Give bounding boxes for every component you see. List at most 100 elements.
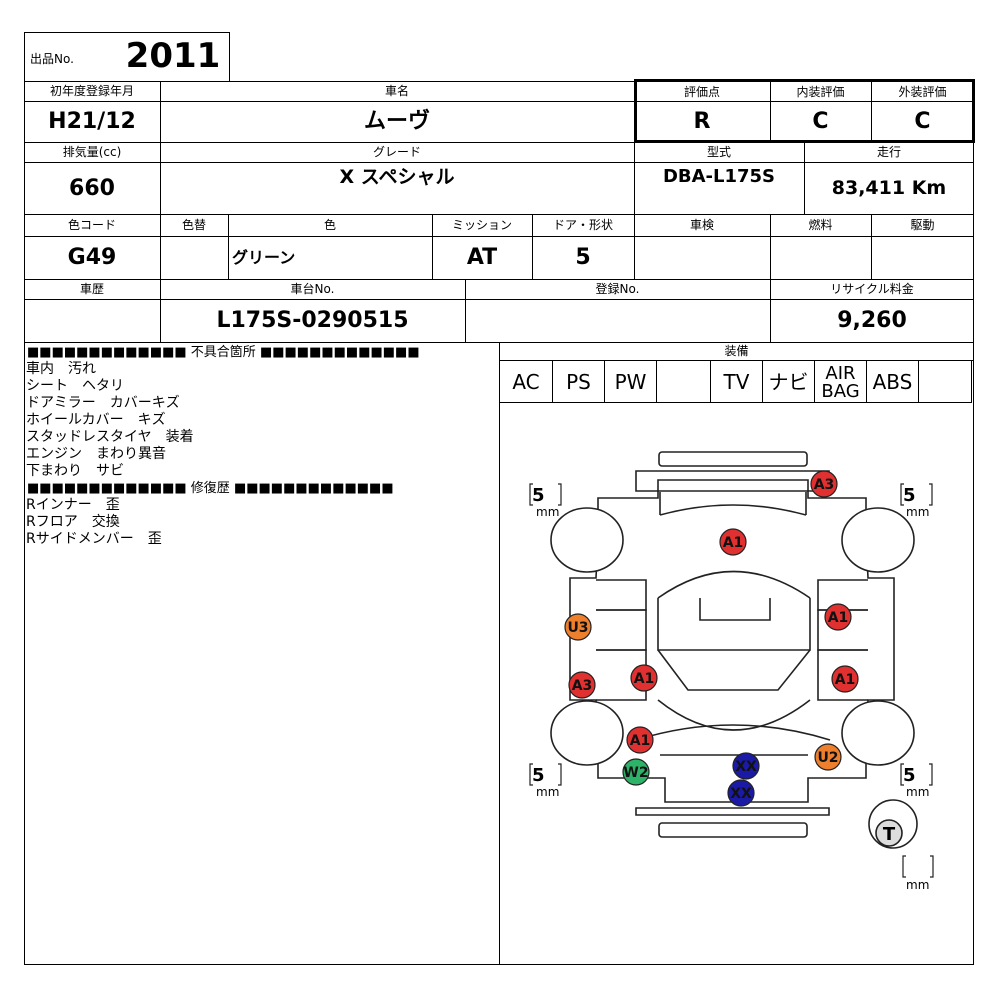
header-mission: ミッション <box>451 218 512 232</box>
model-code-value: DBA-L175S <box>662 166 776 187</box>
header-color-change: 色替 <box>181 218 206 232</box>
header-recycle-fee: リサイクル料金 <box>830 282 914 296</box>
damage-marker-a1-left-quarter: A1 <box>626 726 654 754</box>
tread-rear-right: 5 <box>903 765 916 786</box>
v-rule <box>804 142 805 214</box>
header-mileage: 走行 <box>876 145 901 159</box>
v-rule <box>918 361 919 402</box>
header-equipment: 装備 <box>724 344 749 358</box>
tread-front-left: 5 <box>532 485 545 506</box>
tread-front-right: 5 <box>903 485 916 506</box>
evaluation-box <box>634 79 975 143</box>
damage-marker-a1-hood: A1 <box>719 528 747 556</box>
equipment-grid <box>499 361 972 403</box>
damage-marker-code: A1 <box>828 610 849 626</box>
tread-brackets <box>529 483 934 878</box>
h-rule <box>24 142 974 143</box>
damage-marker-code: W2 <box>623 765 648 781</box>
v-rule <box>866 361 867 402</box>
recycle-fee-value: 9,260 <box>837 308 907 333</box>
interior-grade: C <box>812 109 829 134</box>
chassis-number-value: L175S-0290515 <box>216 308 409 333</box>
damage-marker-a1-right-door: A1 <box>824 603 852 631</box>
damage-marker-w2-left-rear: W2 <box>622 758 650 786</box>
repair-item: Rフロア 交換 <box>26 514 120 530</box>
damage-marker-a1-left-rear-door: A1 <box>630 664 658 692</box>
v-rule <box>604 361 605 402</box>
wheels <box>550 507 915 766</box>
header-first-registration: 初年度登録年月 <box>49 84 134 98</box>
h-rule <box>24 101 974 102</box>
color-code-value: G49 <box>67 245 117 270</box>
unit-label: mm <box>906 505 929 519</box>
v-rule <box>871 214 872 279</box>
damage-marker-xx-rear-bumper: XX <box>727 779 755 807</box>
repair-item: Rインナー 歪 <box>26 497 120 513</box>
car-name-value: ムーヴ <box>363 109 430 134</box>
header-drive: 駆動 <box>910 218 935 232</box>
equipment-ps: PS <box>566 370 591 394</box>
lot-number: 2011 <box>125 36 221 76</box>
damage-marker-code: A1 <box>835 672 856 688</box>
header-chassis-number: 車台No. <box>290 282 335 296</box>
damage-marker-a3-front-right: A3 <box>810 470 838 498</box>
unit-label: mm <box>536 785 559 799</box>
v-rule <box>814 361 815 402</box>
damage-marker-dot <box>630 664 658 692</box>
header-car-name: 車名 <box>384 84 409 98</box>
h-rule <box>24 279 974 280</box>
equipment-slot-9 <box>919 362 971 402</box>
damage-marker-dot <box>622 758 650 786</box>
header-door-shape: ドア・形状 <box>552 218 613 232</box>
equipment-pw: PW <box>614 370 647 394</box>
exterior-grade: C <box>914 109 931 134</box>
defect-item: 車内 汚れ <box>26 361 96 377</box>
v-rule <box>160 81 161 342</box>
defects-title: ■■■■■■■■■■■■■ 不具合箇所 ■■■■■■■■■■■■■ <box>27 345 420 360</box>
damage-marker-u2-right-rear: U2 <box>814 743 842 771</box>
h-rule <box>24 299 974 300</box>
damage-marker-a3-left-rear: A3 <box>568 671 596 699</box>
damage-marker-code: U3 <box>567 620 588 636</box>
tread-rear-left: 5 <box>532 765 545 786</box>
damage-marker-code: A3 <box>572 678 593 694</box>
h-rule <box>24 162 974 163</box>
equipment-abs: ABS <box>872 370 913 394</box>
equipment-slot-4 <box>657 362 710 402</box>
evaluation-score: R <box>693 109 711 134</box>
damage-marker-code: A3 <box>814 477 835 493</box>
h-rule <box>24 214 974 215</box>
v-rule <box>499 342 500 965</box>
mileage-value: 83,411 Km <box>831 177 947 199</box>
damage-marker-code: U2 <box>817 750 838 766</box>
damage-marker-dot <box>732 752 760 780</box>
header-shaken: 車検 <box>689 218 714 232</box>
header-interior-evaluation: 内装評価 <box>796 85 845 99</box>
header-color: 色 <box>323 218 336 232</box>
unit-label: mm <box>906 785 929 799</box>
h-rule <box>24 236 974 237</box>
damage-marker-code: A1 <box>634 671 655 687</box>
unit-label: mm <box>536 505 559 519</box>
v-rule <box>871 81 872 142</box>
header-color-code: 色コード <box>67 218 116 232</box>
mission-value: AT <box>466 245 498 270</box>
h-rule <box>499 360 974 361</box>
damage-marker-dot <box>626 726 654 754</box>
defect-item: ドアミラー カバーキズ <box>26 395 180 411</box>
damage-marker-a1-right-rear-door: A1 <box>831 665 859 693</box>
equipment-tv: TV <box>723 370 750 394</box>
grade-value: X スペシャル <box>339 166 455 188</box>
v-rule <box>710 361 711 402</box>
header-fuel: 燃料 <box>808 218 833 232</box>
defect-item: エンジン まわり異音 <box>26 446 166 462</box>
lot-label: 出品No. <box>30 52 74 66</box>
equipment-navi: ナビ <box>768 370 809 394</box>
defect-item: スタッドレスタイヤ 装着 <box>26 429 194 445</box>
v-rule <box>656 361 657 402</box>
damage-marker-dot <box>824 603 852 631</box>
header-exterior-evaluation: 外装評価 <box>898 85 947 99</box>
color-value: グリーン <box>232 248 296 267</box>
